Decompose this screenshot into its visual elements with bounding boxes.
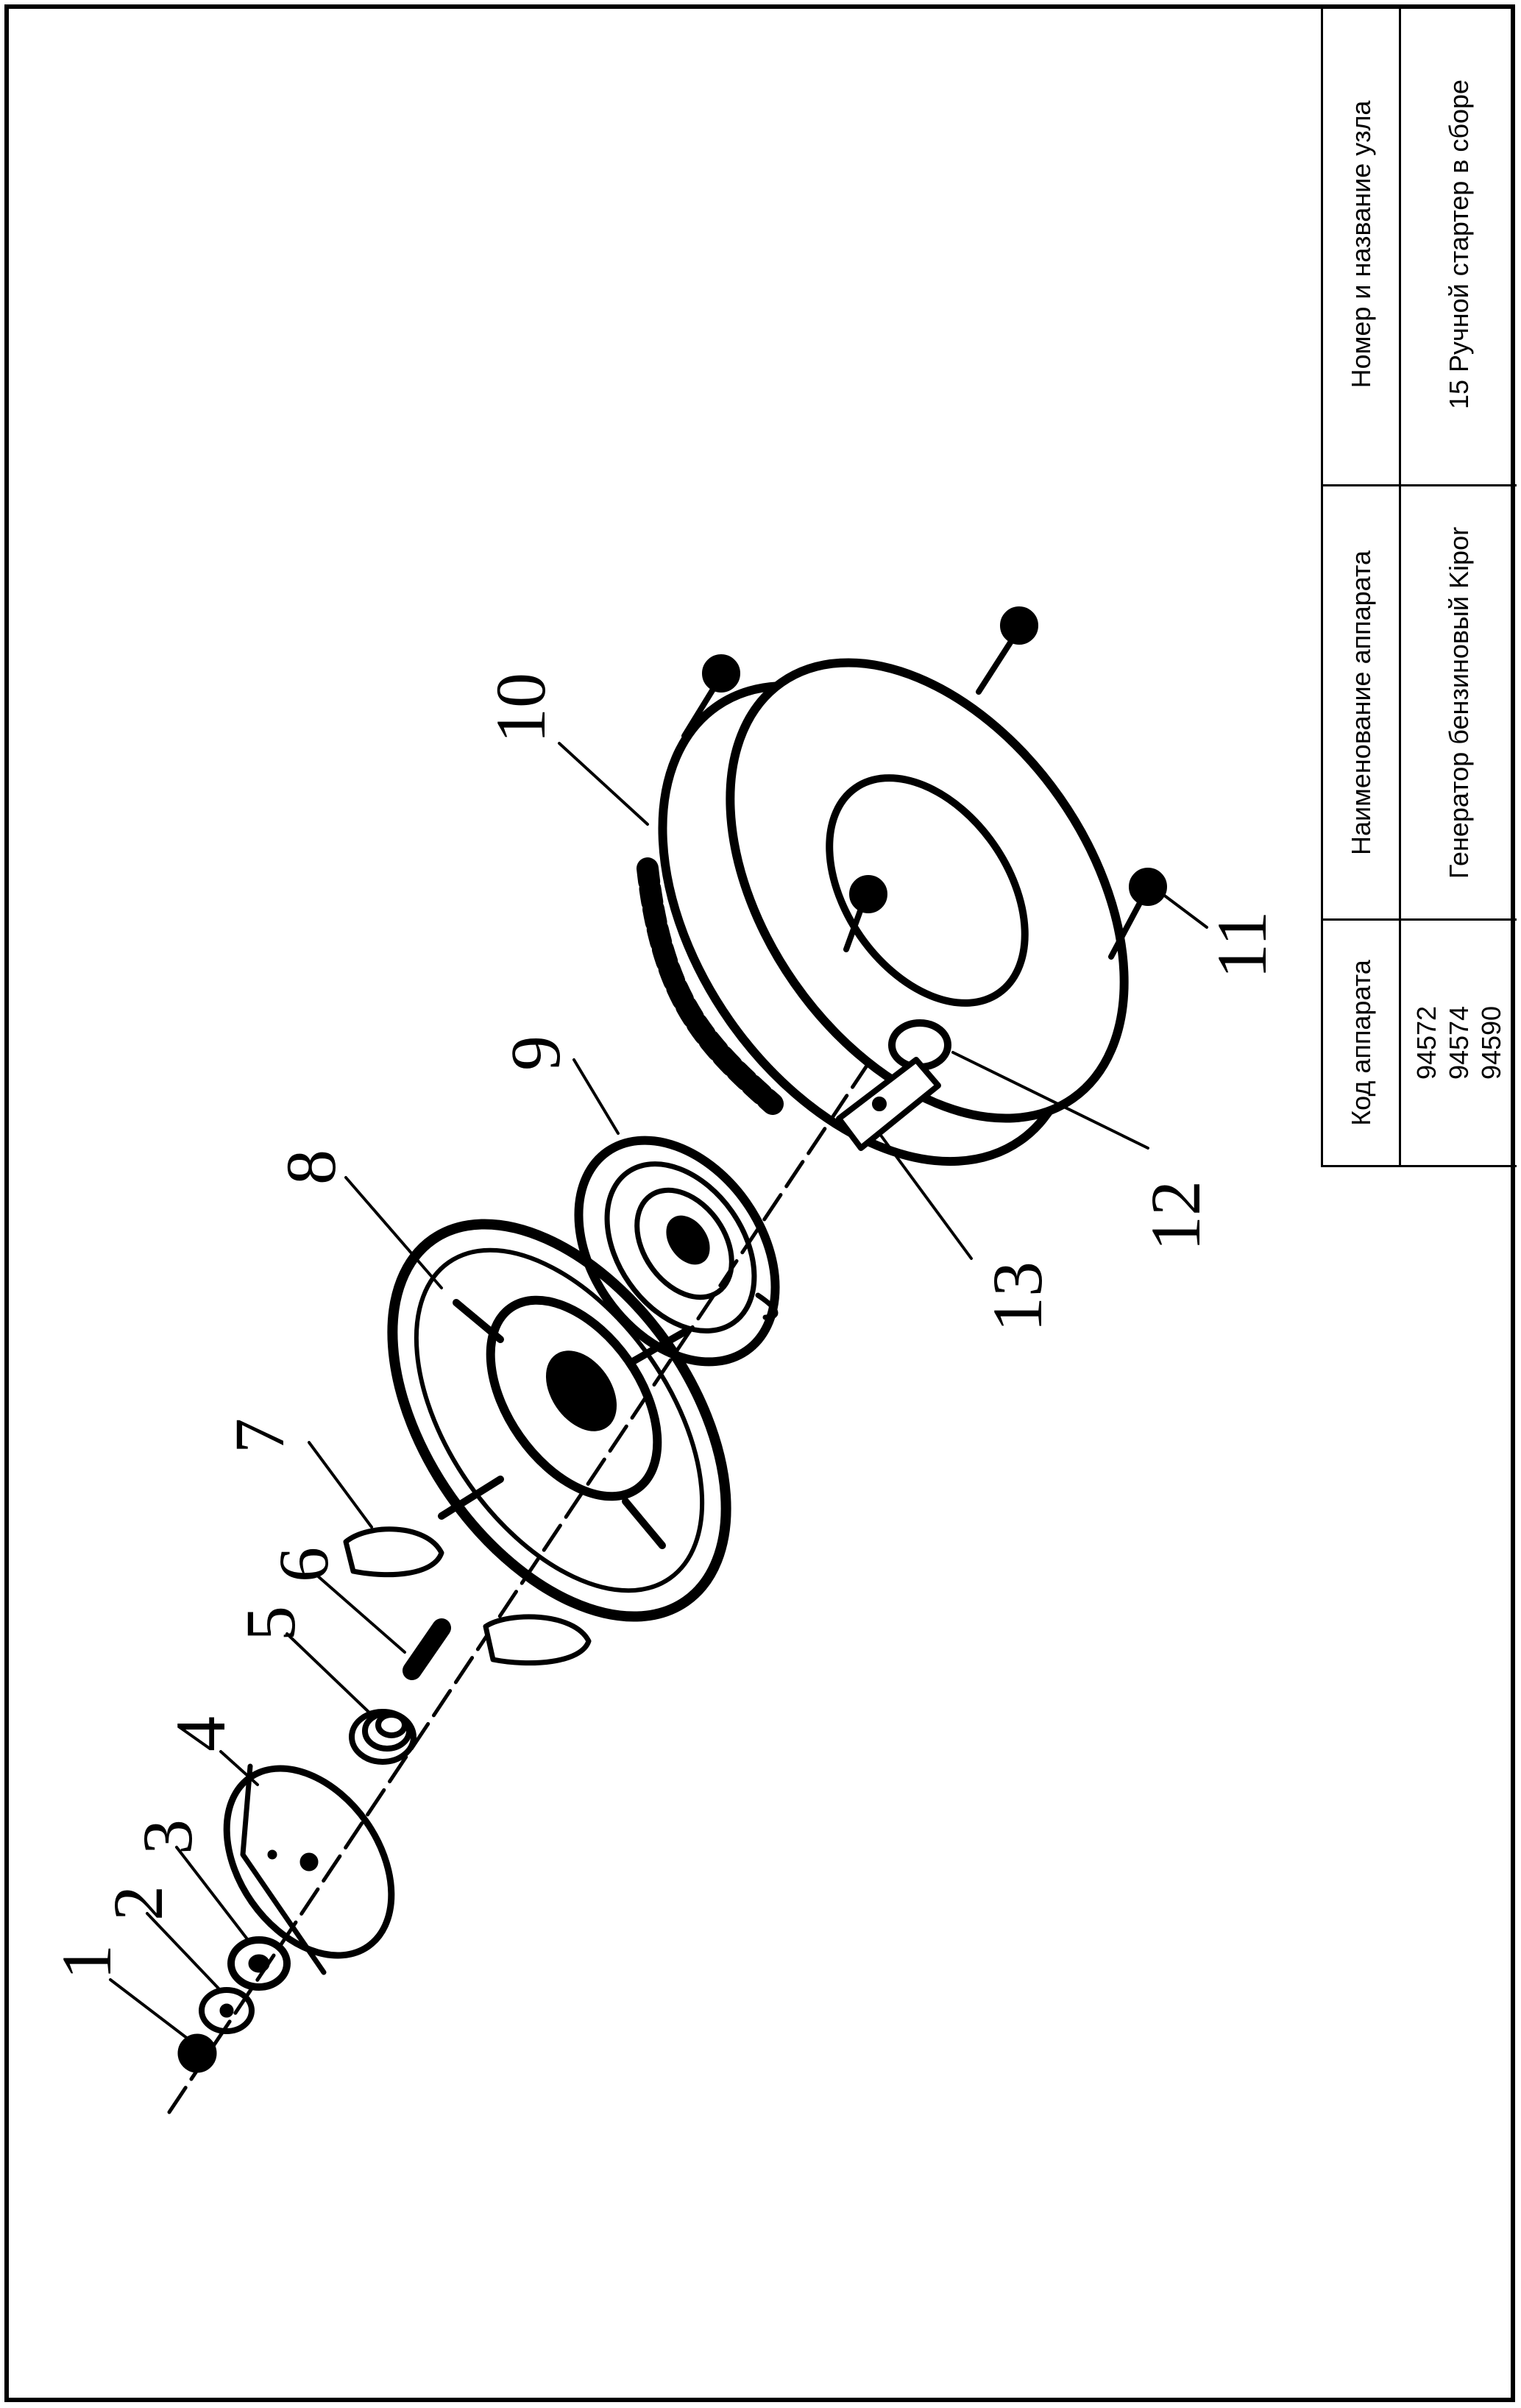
- part-1-nut: [177, 2033, 217, 2073]
- callout-12: 12: [1136, 1180, 1215, 1251]
- value-assembly: 15 Ручной стартер в сборе: [1443, 79, 1474, 410]
- title-block: Номер и название узла 15 Ручной стартер …: [1321, 4, 1517, 1167]
- header-code-cell: Код аппарата: [1321, 921, 1399, 1167]
- header-assembly: Номер и название узла: [1345, 100, 1376, 389]
- callout-1: 1: [47, 1944, 126, 1980]
- callout-10: 10: [481, 673, 560, 743]
- part-9-recoil-spring: [574, 1136, 780, 1367]
- code-2: 94574: [1443, 1005, 1474, 1080]
- part-13-handle: [836, 1057, 941, 1151]
- part-3-bushing: [227, 1936, 291, 1991]
- part-10-starter-case: [637, 658, 1129, 1166]
- callout-3: 3: [128, 1819, 207, 1855]
- value-codes: 94572 94574 94590: [1411, 1006, 1508, 1080]
- header-device-name-cell: Наименование аппарата: [1321, 486, 1399, 921]
- callout-13: 13: [978, 1261, 1057, 1332]
- callout-6: 6: [264, 1547, 343, 1582]
- value-device-name: Генератор бензиновый Kipor: [1443, 526, 1474, 879]
- part-4-friction-plate: [223, 1763, 395, 1975]
- callout-2: 2: [99, 1885, 177, 1921]
- part-6-pin: [403, 1618, 451, 1680]
- callout-5: 5: [231, 1606, 310, 1641]
- drawing-sheet: [4, 4, 1515, 2402]
- callout-9: 9: [496, 1035, 575, 1071]
- value-device-name-cell: Генератор бензиновый Kipor: [1399, 486, 1517, 921]
- part-2-washer: [199, 1987, 255, 2034]
- part-5-return-spring: [349, 1709, 416, 1765]
- part-11-bolts: [681, 606, 1167, 960]
- part-8-rope-reel: [387, 1219, 731, 1622]
- header-device-name: Наименование аппарата: [1345, 550, 1376, 855]
- callout-4: 4: [161, 1716, 240, 1752]
- callout-leaders: [109, 742, 1208, 2040]
- header-assembly-cell: Номер и название узла: [1321, 4, 1399, 486]
- header-code: Код аппарата: [1345, 960, 1376, 1126]
- callout-7: 7: [220, 1418, 299, 1453]
- part-7-ratchet-pawls: [343, 1526, 592, 1666]
- value-assembly-cell: 15 Ручной стартер в сборе: [1399, 4, 1517, 486]
- callout-11: 11: [1202, 911, 1281, 979]
- code-1: 94572: [1411, 1005, 1442, 1080]
- callout-8: 8: [272, 1150, 350, 1185]
- callout-numbers: 1 2 3 4 5 6 7 8 9 10 11 12 13: [47, 673, 1281, 1980]
- value-codes-cell: 94572 94574 94590: [1399, 921, 1517, 1167]
- code-3: 94590: [1475, 1005, 1506, 1080]
